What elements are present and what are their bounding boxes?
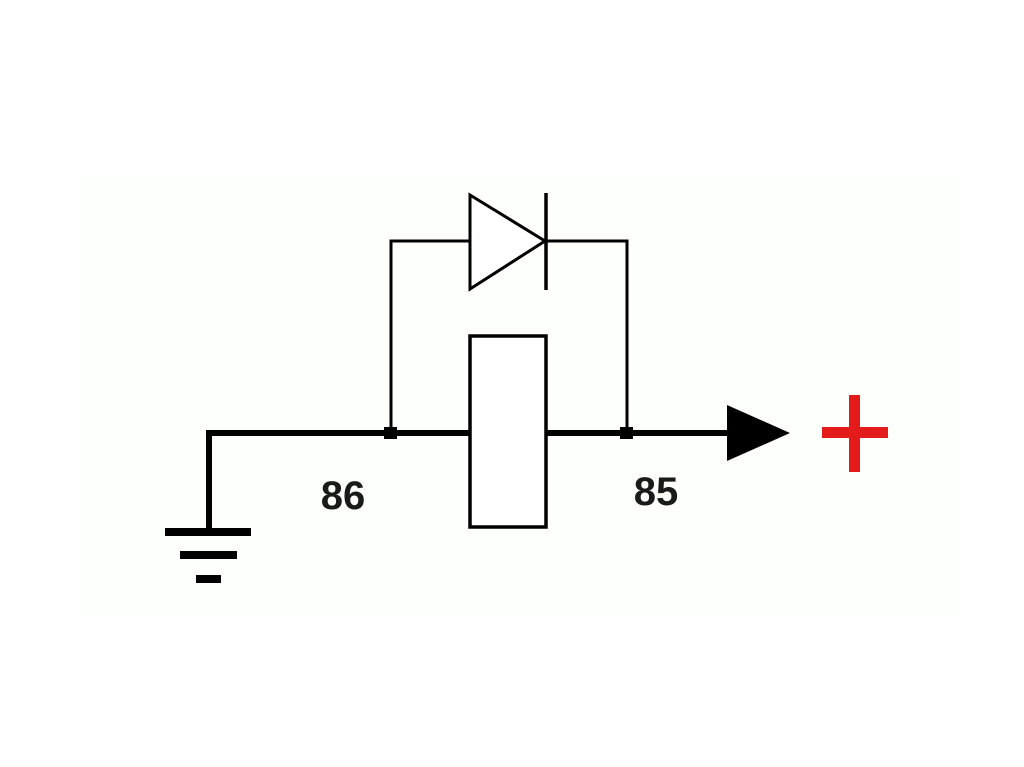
pin-86-label: 86 — [321, 474, 366, 518]
junction-node-86 — [384, 427, 397, 439]
diode-loop-wire — [389, 239, 629, 433]
diode-icon — [468, 192, 548, 292]
arrow-right-icon — [727, 405, 790, 461]
ground-icon — [165, 528, 251, 583]
pin-85-label: 85 — [634, 470, 679, 514]
junction-node-85 — [620, 427, 633, 439]
plus-icon-vertical — [849, 395, 860, 472]
relay-coil — [468, 334, 548, 529]
plus-icon — [822, 395, 888, 472]
